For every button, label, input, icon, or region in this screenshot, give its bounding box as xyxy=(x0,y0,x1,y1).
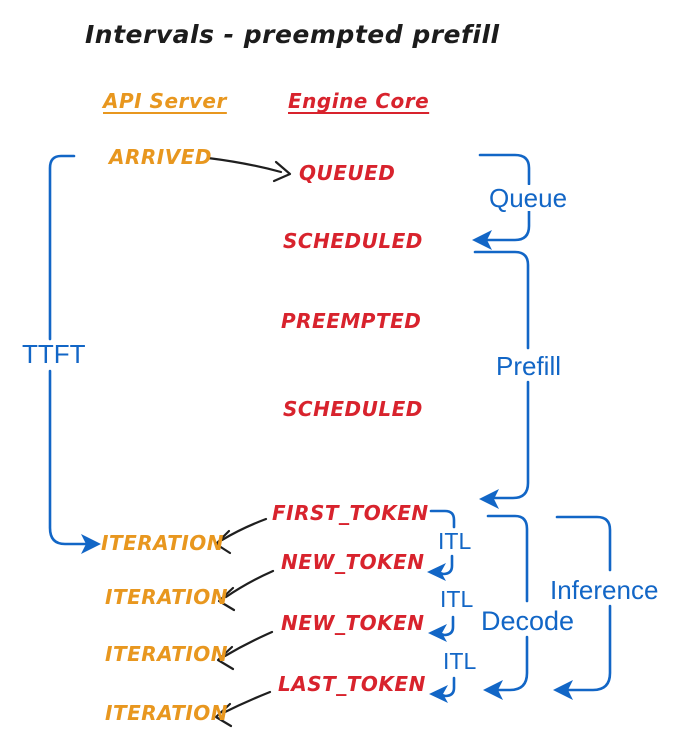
event-scheduled-1: SCHEDULED xyxy=(283,229,423,253)
inference-bracket xyxy=(553,515,612,700)
arrowhead-icon xyxy=(216,645,235,671)
event-arrived: ARRIVED xyxy=(109,145,212,169)
event-iteration-3: ITERATION xyxy=(105,642,229,666)
event-iteration-1: ITERATION xyxy=(101,531,225,555)
arrow-new-token2-to-iteration xyxy=(216,630,274,671)
event-iteration-4: ITERATION xyxy=(105,701,229,725)
event-last-token: LAST_TOKEN xyxy=(278,672,426,696)
queue-bracket xyxy=(472,153,531,250)
itl-arrowhead-1-icon xyxy=(427,563,446,581)
column-header-engine-core: Engine Core xyxy=(288,89,430,113)
arrow-arrived-to-queued xyxy=(206,156,292,183)
itl-arrowhead-3-icon xyxy=(429,685,448,703)
arrowhead-icon xyxy=(214,529,232,555)
interval-label-ttft: TTFT xyxy=(20,339,88,369)
column-header-api-server: API Server xyxy=(103,89,227,113)
event-new-token-1: NEW_TOKEN xyxy=(281,550,425,574)
prefill-bracket xyxy=(473,250,530,509)
arrow-first-token-to-iteration xyxy=(214,517,268,555)
event-scheduled-2: SCHEDULED xyxy=(283,397,423,421)
interval-label-queue: Queue xyxy=(487,183,570,213)
ttft-bracket xyxy=(48,154,101,554)
event-preempted: PREEMPTED xyxy=(281,309,422,333)
interval-label-prefill: Prefill xyxy=(494,351,564,381)
decode-arrowhead-icon xyxy=(483,680,503,700)
itl-bracket-chain xyxy=(427,509,456,703)
event-new-token-2: NEW_TOKEN xyxy=(281,611,425,635)
ttft-arrowhead-icon xyxy=(81,534,101,554)
arrowhead-icon xyxy=(272,160,292,183)
event-iteration-2: ITERATION xyxy=(105,585,229,609)
event-first-token: FIRST_TOKEN xyxy=(272,501,429,525)
inference-arrowhead-icon xyxy=(553,680,573,700)
queue-arrowhead-icon xyxy=(472,230,492,250)
arrowhead-icon xyxy=(217,586,236,612)
arrow-last-token-to-iteration xyxy=(214,690,272,728)
page-title: Intervals - preempted prefill xyxy=(85,20,500,49)
interval-label-inference: Inference xyxy=(548,575,661,605)
interval-label-decode: Decode xyxy=(479,606,577,636)
arrowhead-icon xyxy=(214,702,233,728)
itl-arrowhead-2-icon xyxy=(428,624,447,642)
interval-label-itl-3: ITL xyxy=(441,648,479,674)
prefill-arrowhead-icon xyxy=(479,489,499,509)
decode-bracket xyxy=(483,514,529,700)
interval-label-itl-2: ITL xyxy=(438,586,476,612)
arrow-new-token1-to-iteration xyxy=(217,569,275,612)
event-queued: QUEUED xyxy=(299,161,396,185)
interval-label-itl-1: ITL xyxy=(436,528,474,554)
